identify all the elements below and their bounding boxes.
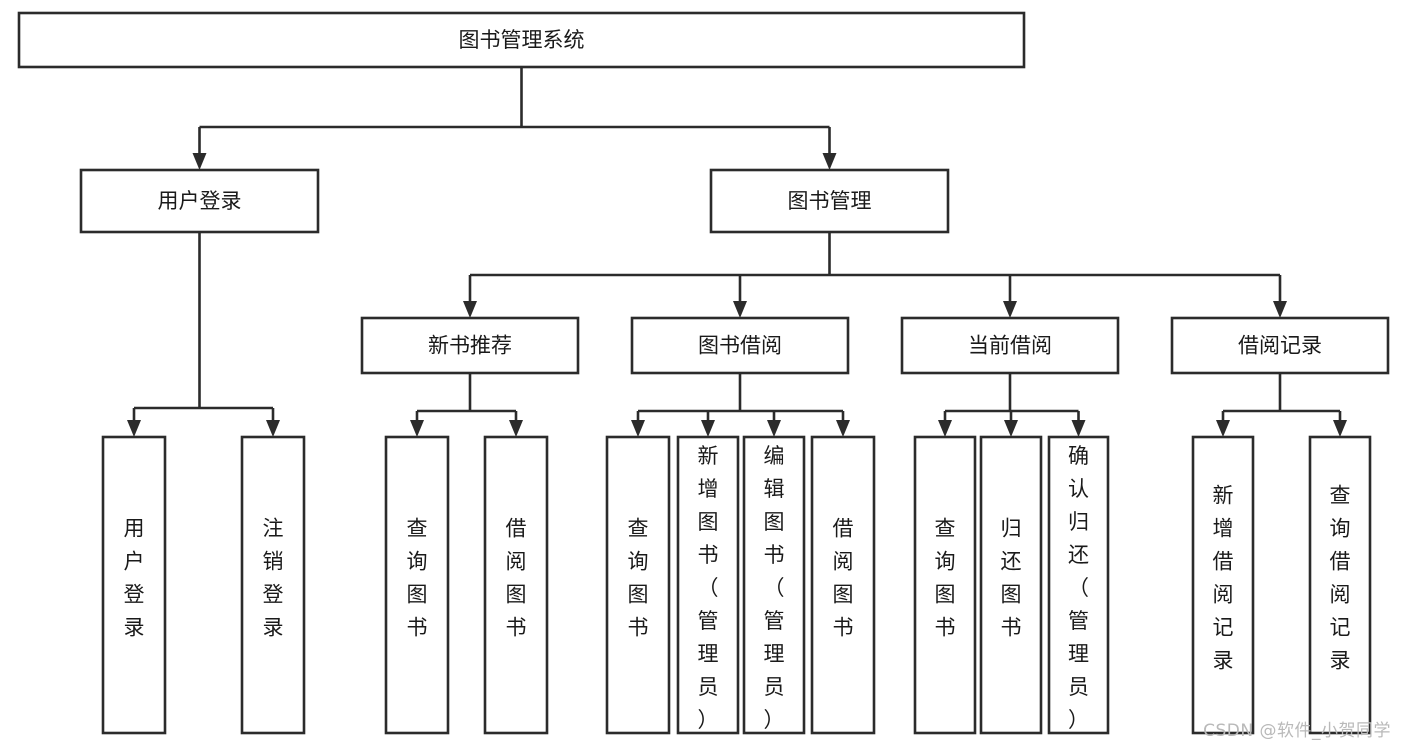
node-box-leaf-query-book-1: [384, 435, 450, 735]
node-label-leaf-user-login: 用户登录: [124, 517, 145, 640]
arrow-head-leaf-borrow-book-2: [836, 420, 850, 437]
connector-group-new-book-recommend: [410, 373, 523, 437]
node-leaf-borrow-book-1[interactable]: 借阅图书: [483, 435, 549, 735]
node-current-borrow[interactable]: 当前借阅: [900, 316, 1120, 375]
node-book-borrow[interactable]: 图书借阅: [630, 316, 850, 375]
node-leaf-borrow-book-2[interactable]: 借阅图书: [810, 435, 876, 735]
node-label-borrow-record: 借阅记录: [1238, 334, 1322, 358]
node-leaf-query-book-1[interactable]: 查询图书: [384, 435, 450, 735]
arrow-head-leaf-add-record: [1216, 420, 1230, 437]
connector-group-book-manage: [463, 232, 1287, 318]
node-box-leaf-add-book: [676, 435, 740, 735]
node-leaf-return-book[interactable]: 归还图书: [979, 435, 1043, 735]
node-label-leaf-logout: 注销登录: [263, 517, 284, 640]
node-label-new-book-recommend: 新书推荐: [428, 334, 512, 358]
node-box-leaf-query-book-3: [913, 435, 977, 735]
node-label-leaf-borrow-book-1: 借阅图书: [506, 517, 527, 640]
arrow-head-leaf-logout: [266, 420, 280, 437]
node-box-leaf-edit-book: [742, 435, 806, 735]
node-label-leaf-return-book: 归还图书: [1001, 517, 1022, 640]
node-leaf-query-book-3[interactable]: 查询图书: [913, 435, 977, 735]
arrow-head-leaf-confirm-return: [1071, 420, 1086, 437]
node-label-leaf-query-book-1: 查询图书: [407, 517, 428, 640]
arrow-head-book-borrow: [733, 301, 747, 318]
node-box-user-login: [79, 168, 320, 234]
connector-group-current-borrow: [938, 373, 1086, 437]
node-leaf-confirm-return[interactable]: 确认归还（管理员）: [1047, 435, 1110, 735]
node-leaf-add-record[interactable]: 新增借阅记录: [1191, 435, 1255, 735]
node-label-leaf-borrow-book-2: 借阅图书: [833, 517, 854, 640]
node-leaf-query-record[interactable]: 查询借阅记录: [1308, 435, 1372, 735]
node-box-current-borrow: [900, 316, 1120, 375]
node-box-leaf-borrow-book-2: [810, 435, 876, 735]
arrow-head-leaf-edit-book: [767, 420, 781, 437]
node-box-root: [17, 11, 1026, 69]
arrow-head-new-book-recommend: [463, 301, 477, 318]
node-box-leaf-add-record: [1191, 435, 1255, 735]
node-label-root: 图书管理系统: [459, 28, 585, 52]
node-box-leaf-logout: [240, 435, 306, 735]
node-root[interactable]: 图书管理系统: [17, 11, 1026, 69]
connector-group-user-login: [127, 232, 280, 437]
arrow-head-leaf-query-book-2: [631, 420, 645, 437]
node-book-manage[interactable]: 图书管理: [709, 168, 950, 234]
node-layer: 图书管理系统用户登录图书管理新书推荐图书借阅当前借阅借阅记录用户登录注销登录查询…: [17, 11, 1390, 735]
node-box-book-borrow: [630, 316, 850, 375]
connector-group-borrow-record: [1216, 373, 1347, 437]
node-label-leaf-add-record: 新增借阅记录: [1213, 484, 1234, 673]
node-leaf-user-login[interactable]: 用户登录: [101, 435, 167, 735]
node-label-book-borrow: 图书借阅: [698, 334, 782, 358]
node-label-leaf-edit-book: 编辑图书（管理员）: [764, 444, 785, 732]
node-new-book-recommend[interactable]: 新书推荐: [360, 316, 580, 375]
node-user-login[interactable]: 用户登录: [79, 168, 320, 234]
arrow-head-leaf-return-book: [1004, 420, 1018, 437]
connector-group-book-borrow: [631, 373, 850, 437]
arrow-head-leaf-query-record: [1333, 420, 1347, 437]
arrow-head-current-borrow: [1003, 301, 1017, 318]
node-label-leaf-confirm-return: 确认归还（管理员）: [1068, 444, 1089, 732]
node-leaf-add-book[interactable]: 新增图书（管理员）: [676, 435, 740, 735]
node-label-user-login: 用户登录: [158, 189, 242, 213]
node-box-leaf-borrow-book-1: [483, 435, 549, 735]
node-box-borrow-record: [1170, 316, 1390, 375]
arrow-head-leaf-add-book: [701, 420, 715, 437]
connector-group-root: [192, 67, 837, 170]
node-label-leaf-add-book: 新增图书（管理员）: [698, 444, 719, 732]
node-leaf-query-book-2[interactable]: 查询图书: [605, 435, 671, 735]
node-label-leaf-query-record: 查询借阅记录: [1330, 484, 1351, 673]
node-label-book-manage: 图书管理: [788, 189, 872, 213]
arrow-head-leaf-borrow-book-1: [509, 420, 523, 437]
arrow-head-book-manage: [822, 153, 837, 170]
node-leaf-edit-book[interactable]: 编辑图书（管理员）: [742, 435, 806, 735]
node-box-leaf-return-book: [979, 435, 1043, 735]
node-box-new-book-recommend: [360, 316, 580, 375]
node-box-leaf-confirm-return: [1047, 435, 1110, 735]
node-label-current-borrow: 当前借阅: [968, 334, 1052, 358]
node-label-leaf-query-book-3: 查询图书: [935, 517, 956, 640]
arrow-head-leaf-query-book-3: [938, 420, 952, 437]
arrow-head-leaf-user-login: [127, 420, 141, 437]
connector-layer: [127, 67, 1347, 437]
node-label-leaf-query-book-2: 查询图书: [628, 517, 649, 640]
node-box-leaf-query-record: [1308, 435, 1372, 735]
node-leaf-logout[interactable]: 注销登录: [240, 435, 306, 735]
node-borrow-record[interactable]: 借阅记录: [1170, 316, 1390, 375]
arrow-head-leaf-query-book-1: [410, 420, 424, 437]
node-box-book-manage: [709, 168, 950, 234]
arrow-head-user-login: [192, 153, 207, 170]
arrow-head-borrow-record: [1273, 301, 1287, 318]
node-box-leaf-user-login: [101, 435, 167, 735]
node-box-leaf-query-book-2: [605, 435, 671, 735]
